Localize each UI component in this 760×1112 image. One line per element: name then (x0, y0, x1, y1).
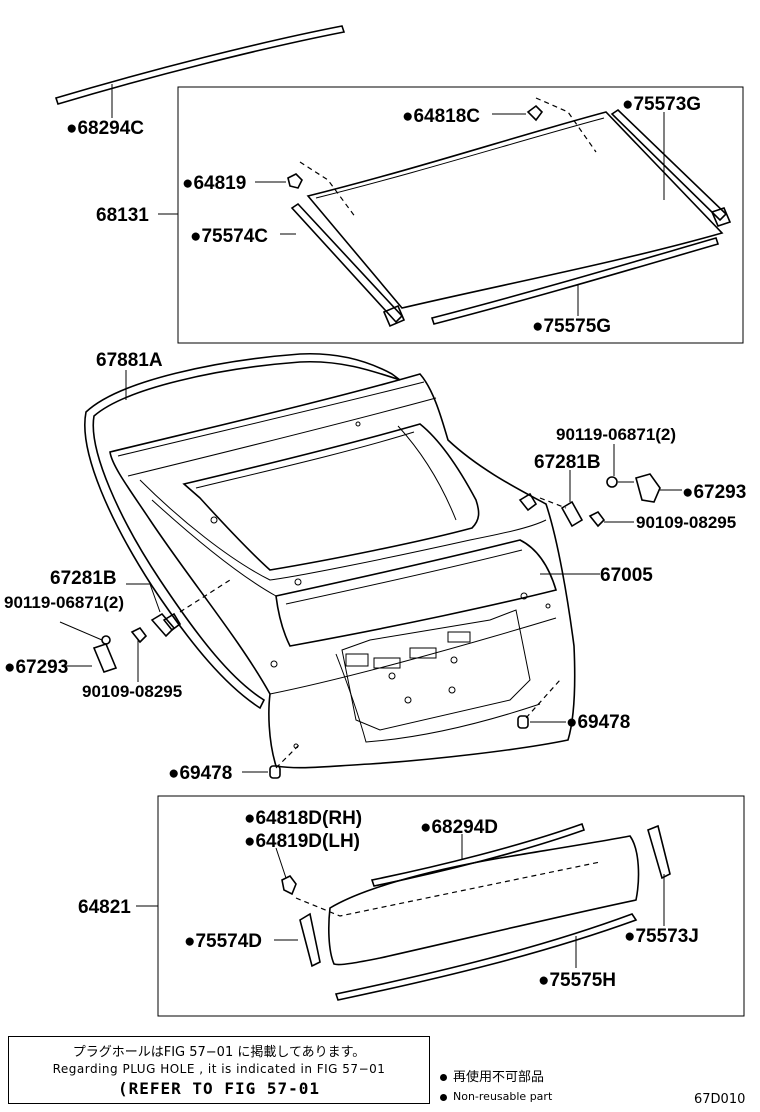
label-75575h: ●75575H (538, 970, 616, 991)
label-90109-left: 90109-08295 (82, 682, 182, 701)
bullet-icon (440, 1093, 447, 1101)
label-75573j: ●75573J (624, 926, 699, 947)
label-64819: ●64819 (182, 173, 246, 194)
label-67281b-left: 67281B (50, 568, 117, 589)
label-75574c: ●75574C (190, 226, 268, 247)
note-jp: プラグホールはFIG 57−01 に掲載してあります。 (72, 1045, 366, 1060)
upper-assembly-box (177, 86, 744, 344)
label-68131: 68131 (96, 205, 149, 226)
note-ref: (REFER TO FIG 57-01 (117, 1079, 321, 1098)
label-75574d: ●75574D (184, 931, 262, 952)
label-64819d: ●64819D(LH) (244, 831, 360, 852)
stoppers-69478 (242, 715, 566, 779)
label-68294d: ●68294D (420, 817, 498, 838)
label-90119-right: 90119-06871(2) (556, 425, 676, 444)
label-67881a: 67881A (96, 350, 163, 371)
label-75573g: ●75573G (622, 94, 701, 115)
label-68294c: ●68294C (66, 118, 144, 139)
back-door-body (84, 352, 600, 769)
legend: 再使用不可部品 Non-reusable part (440, 1068, 552, 1106)
note-en: Regarding PLUG HOLE , it is indicated in… (52, 1062, 386, 1076)
label-64821: 64821 (78, 897, 131, 918)
right-hinge-parts (560, 444, 682, 528)
leader-lines-upper (158, 112, 665, 316)
label-69478-right: ●69478 (566, 712, 630, 733)
left-hinge-parts (59, 583, 176, 682)
bullet-icon (440, 1074, 447, 1081)
upper-glass-panel (287, 97, 732, 328)
label-67005: 67005 (600, 565, 653, 586)
label-90119-left: 90119-06871(2) (4, 593, 124, 612)
label-75575g: ●75575G (532, 316, 611, 337)
label-90109-right: 90109-08295 (636, 513, 736, 532)
figure-code: 67D010 (694, 1092, 746, 1107)
label-64818d: ●64818D(RH) (244, 808, 362, 829)
legend-en: Non-reusable part (440, 1087, 552, 1106)
label-67293-right: ●67293 (682, 482, 746, 503)
label-67281b-right: 67281B (534, 452, 601, 473)
plug-hole-note: プラグホールはFIG 57−01 に掲載してあります。 Regarding PL… (8, 1036, 430, 1104)
label-69478-left: ●69478 (168, 763, 232, 784)
lower-garnish-panel (136, 822, 671, 1001)
molding-68294c (54, 25, 346, 118)
label-67293-left: ●67293 (4, 657, 68, 678)
legend-jp: 再使用不可部品 (440, 1068, 552, 1087)
label-64818c: ●64818C (402, 106, 480, 127)
